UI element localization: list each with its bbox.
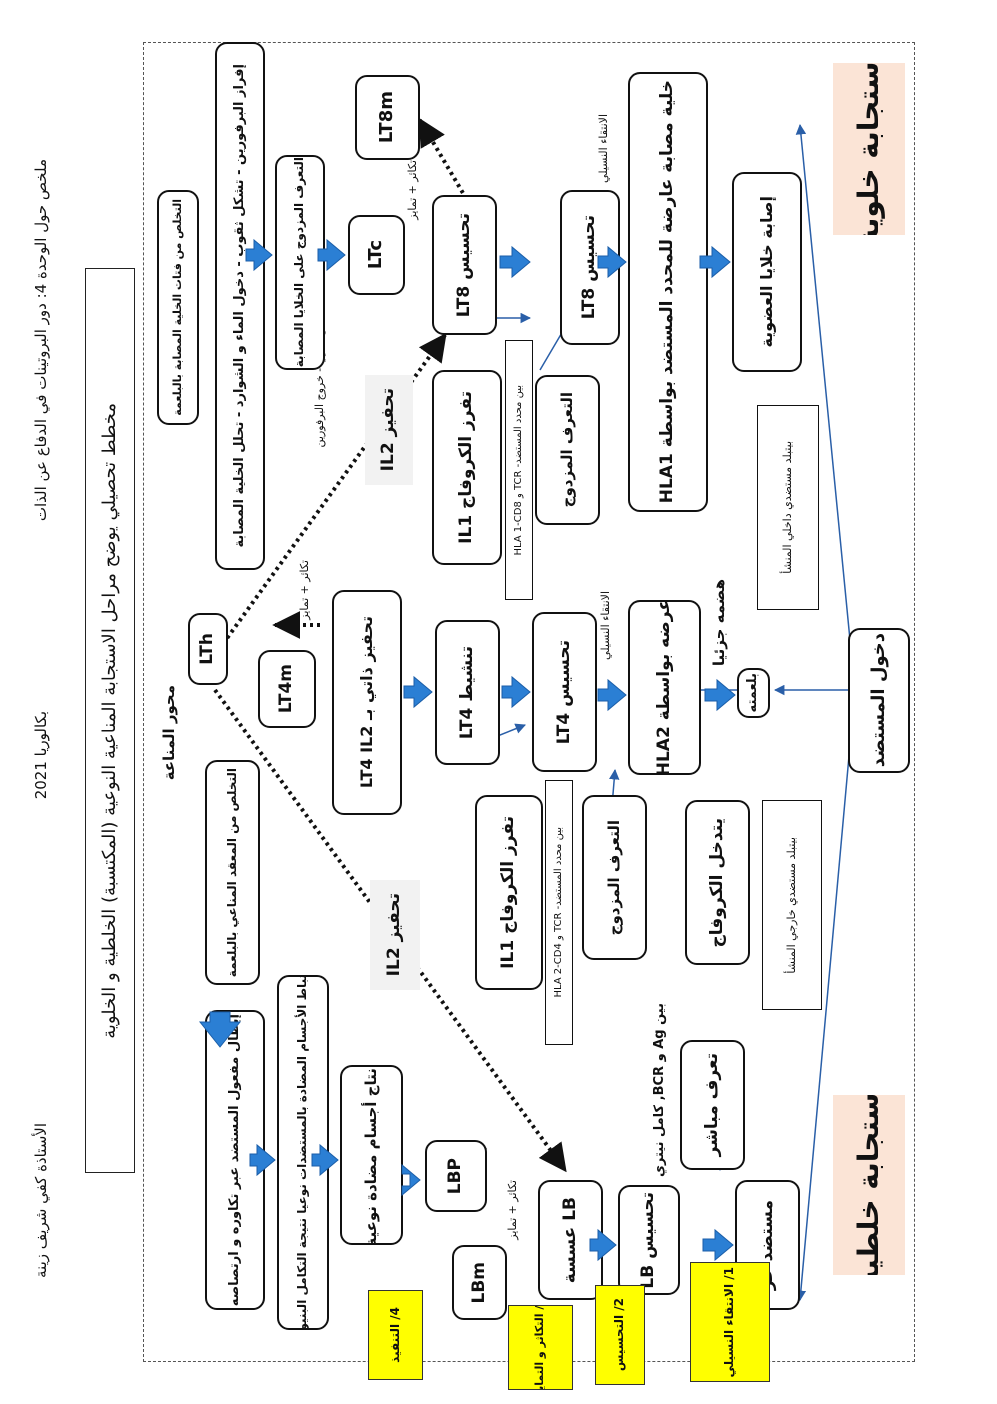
hla2-box: عرضه بواسطة HLA2 (628, 600, 701, 775)
perforin-box: إفراز البرفورين - تشكل ثقوب - دخول الماء… (215, 42, 265, 570)
hla-cd4-note: بين محدد المستضد- TCR و HLA 2-CD4 (545, 780, 573, 1045)
main-title: مخطط تحصيلي يوضح مراحل الاستجابة المناعي… (85, 268, 135, 1173)
block-arrow (245, 238, 273, 272)
lt4-selection-box: تحسيس LT4 (532, 612, 597, 772)
presenting-cell-box: خلية مصابة عارضة للمحدد المستضد بواسطة H… (628, 72, 708, 512)
cellular-il2-label: تحفيز IL2 (365, 375, 413, 485)
block-arrow (699, 245, 731, 279)
block-arrow (597, 678, 627, 712)
cellular-elimination-box: التخلص من فتات الخلية المصابة بالبلعمة (157, 190, 199, 425)
lth-box: LTh (188, 613, 228, 685)
infection-box: إصابة خلايا العضوية (732, 172, 802, 372)
antigen-entry: دخول المستضد (848, 628, 910, 773)
block-arrow (401, 1163, 421, 1197)
block-arrow (403, 675, 433, 709)
central-il2-label: تحفيز IL2 (370, 880, 420, 990)
cellular-double-recognition-box: التعرف المزدوج (535, 375, 600, 525)
block-arrow (499, 245, 531, 279)
macrophage-entry-box: يتدخل الكروفاج (685, 800, 750, 965)
phase-3: 2/ التكاثر و التمايز (508, 1305, 573, 1390)
block-arrow (702, 1228, 734, 1262)
lt4m-box: LT4m (258, 650, 316, 728)
lbp-box: LBP (425, 1140, 487, 1212)
block-arrow (198, 1011, 242, 1048)
block-arrow (249, 1143, 276, 1177)
humoral-elimination-box: التخلص من المعقد المناعي بالبلعمة (205, 760, 260, 985)
central-il1-box: تفرز الكروفاج IL1 (475, 795, 543, 990)
note-exogenous: بيتبلد مستضدي خارجي المنشأ (762, 800, 822, 1010)
hla-cd8-note: بين محدد المستضد- TCR و HLA 1-CD8 (505, 340, 533, 600)
block-arrow (311, 1143, 339, 1177)
phagocytosis-box: بلعمته (737, 668, 770, 718)
phase-1: 1/ الانتقاء النسيلي (690, 1262, 770, 1382)
note-endogenous: بيتبلد مستضدي داخلي المنشأ (757, 405, 819, 610)
lt8m-box: LT8m (355, 75, 420, 160)
lt4-activation-box: تنشيط LT4 (435, 620, 500, 765)
central-double-recognition-box: التعرف المزدوج (582, 795, 647, 960)
cellular-recognition-box: التعرف المزدوج على الخلايا المصابة (275, 155, 325, 370)
self-stimulation-box: تحفيز ذاتي بـ LT4 IL2 (332, 590, 402, 815)
block-arrow (317, 238, 346, 272)
block-arrow (704, 678, 736, 712)
lt8-proliferation-box: تحسيس LT8 (432, 195, 497, 335)
phase-2: 2/ التحسيس (595, 1285, 645, 1385)
header-cellular: استجابة خلوية (833, 63, 905, 235)
phase-4: 4/ التنفيذ (368, 1290, 423, 1380)
lbm-box: LBm (452, 1245, 507, 1320)
direct-recognition-box: تعرف مباشر (680, 1040, 745, 1170)
block-arrow (589, 1228, 617, 1262)
block-arrow (501, 675, 531, 709)
lb-selection-box: تحسيس LB (618, 1185, 680, 1295)
ltc-box: LTc (348, 215, 405, 295)
cellular-il1-box: تفرز الكروفاج IL1 (432, 370, 502, 565)
block-arrow (597, 245, 627, 279)
header-humoral: استجابة خلطية (833, 1095, 905, 1275)
antibodies-box: إنتاج أجسام مضادة نوعية (340, 1065, 403, 1245)
